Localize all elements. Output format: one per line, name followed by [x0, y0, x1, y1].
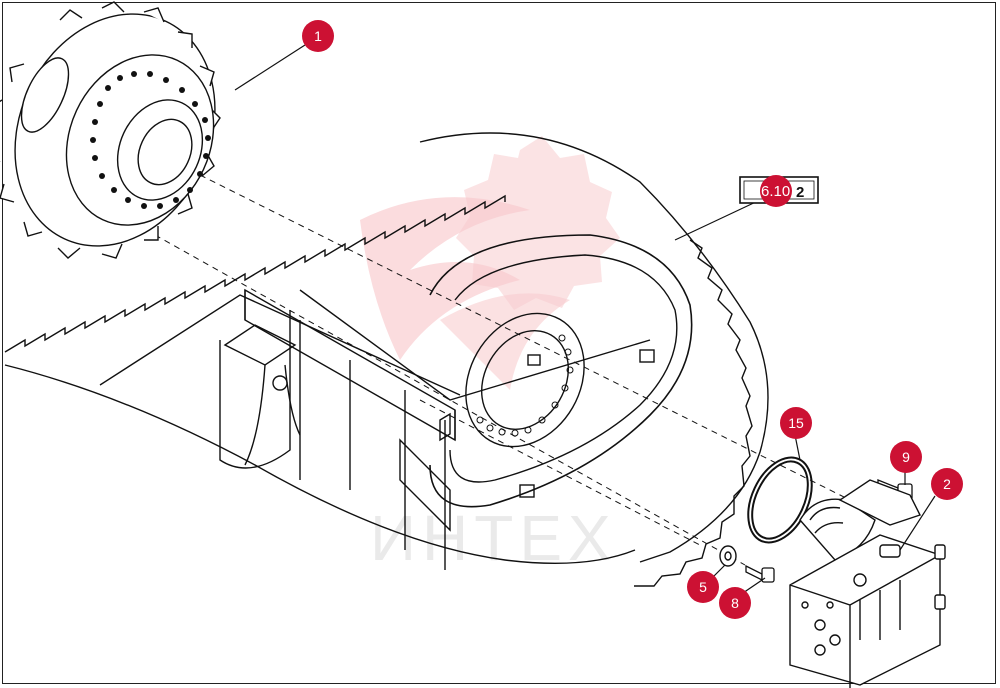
drive-sprocket — [0, 1, 221, 259]
callout-9-label: 9 — [902, 449, 910, 465]
reference-tag-marker — [760, 175, 792, 207]
callout-8[interactable]: 8 — [719, 587, 751, 619]
bolt-8 — [745, 564, 775, 583]
callout-1-label: 1 — [314, 28, 322, 44]
assembly-axes — [154, 174, 861, 566]
hydraulic-motor — [789, 479, 946, 688]
callout-2-label: 2 — [943, 476, 951, 492]
reference-tag[interactable]: 6.10 2 — [739, 175, 819, 207]
callout-5[interactable]: 5 — [687, 571, 719, 603]
callout-1[interactable]: 1 — [302, 20, 334, 52]
watermark-logo: ИНТЕХ — [360, 136, 620, 574]
callout-15[interactable]: 15 — [780, 407, 812, 439]
watermark-text: ИНТЕХ — [370, 502, 617, 574]
callout-15-label: 15 — [788, 415, 804, 431]
sprocket-bolt-holes — [90, 71, 211, 209]
callout-2[interactable]: 2 — [931, 468, 963, 500]
callout-9[interactable]: 9 — [890, 441, 922, 473]
o-ring — [747, 456, 813, 544]
track-frame — [4, 132, 769, 587]
callout-8-label: 8 — [731, 595, 739, 611]
hub-bolt-holes — [476, 334, 574, 437]
reference-tag-suffix: 2 — [796, 184, 804, 201]
reference-tag-number: 6.10 — [761, 183, 790, 200]
washer — [719, 545, 737, 567]
callout-5-label: 5 — [699, 579, 707, 595]
